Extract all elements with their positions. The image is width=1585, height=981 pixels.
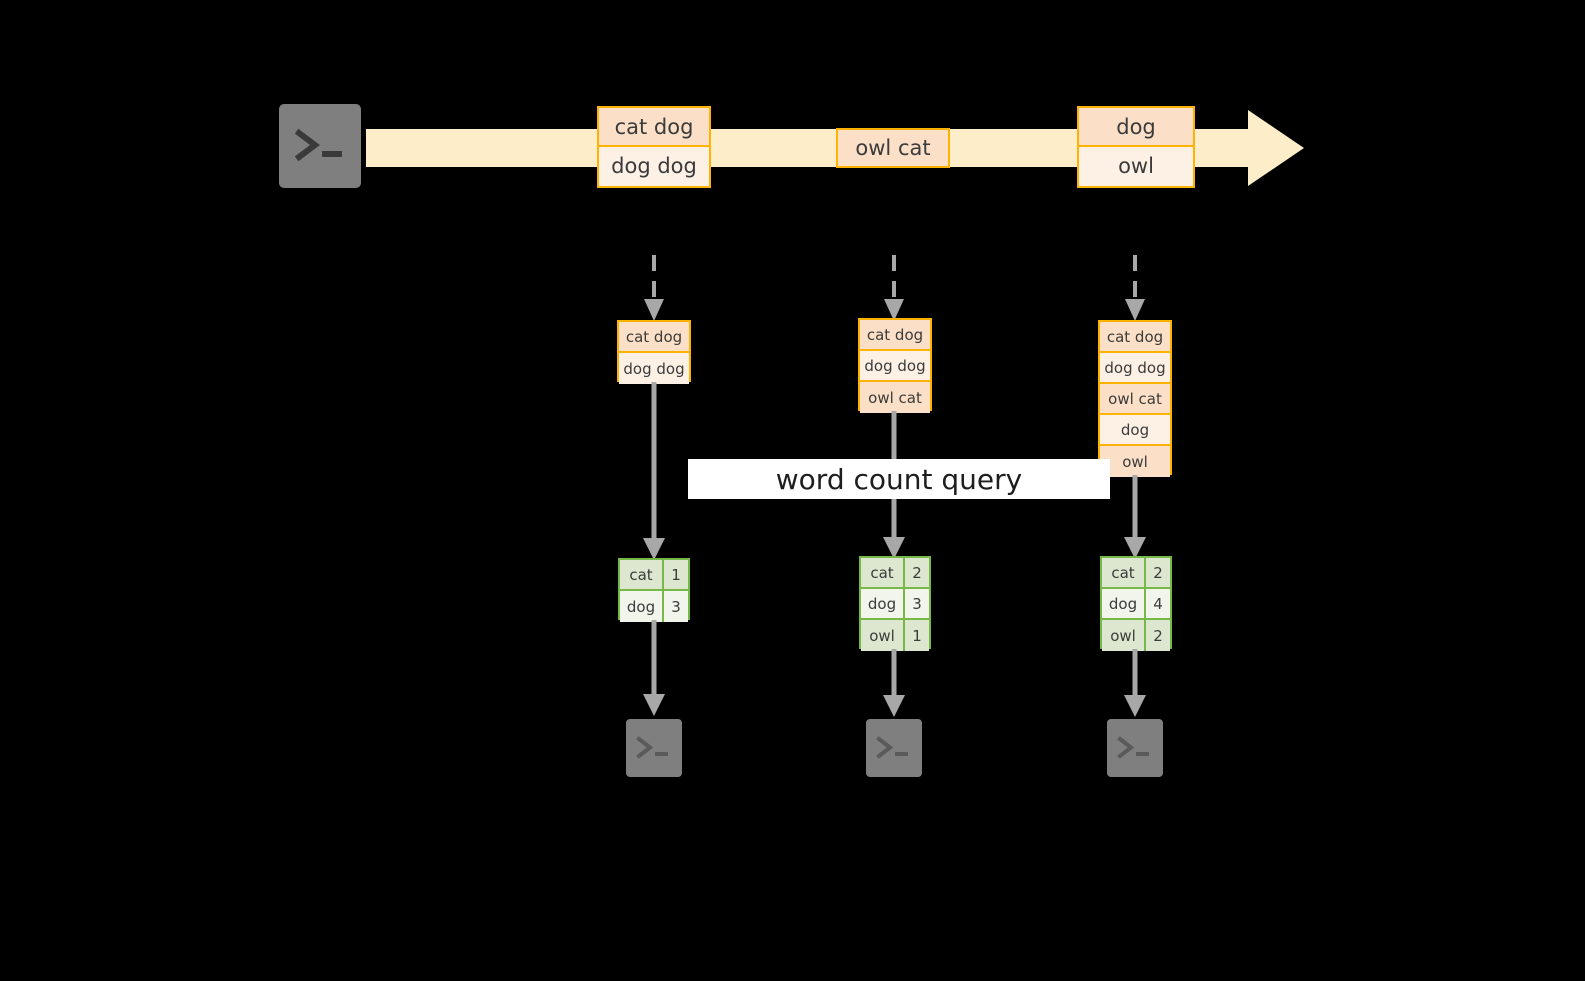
count-value: 1 (664, 560, 688, 589)
terminal-prompt-glyph (1107, 719, 1163, 777)
dashed-connector-column-1 (640, 255, 668, 323)
count-value: 3 (905, 589, 929, 618)
count-row: dog 3 (620, 591, 688, 622)
count-row: owl 2 (1102, 620, 1170, 651)
stream-batch-1: cat dog dog dog (597, 106, 711, 188)
query-connector-column-3 (1122, 475, 1148, 561)
table-row: owl cat (860, 382, 930, 413)
terminal-prompt-glyph (279, 104, 361, 188)
table-row: dog dog (619, 353, 689, 384)
record-row: dog (1079, 108, 1193, 147)
stream-batch-2: owl cat (836, 128, 950, 168)
dashed-connector-column-3 (1121, 255, 1149, 323)
record-row: dog dog (599, 147, 709, 185)
count-row: dog 4 (1102, 589, 1170, 620)
column-3-sink-terminal-icon (1101, 713, 1169, 783)
count-word: dog (1102, 589, 1146, 618)
sink-connector-column-2 (881, 649, 907, 719)
table-row: cat dog (619, 322, 689, 353)
count-row: owl 1 (861, 620, 929, 651)
count-word: dog (861, 589, 905, 618)
count-value: 2 (1146, 620, 1170, 651)
count-word: cat (620, 560, 664, 589)
count-word: cat (1102, 558, 1146, 587)
query-label-text: word count query (775, 462, 1023, 496)
query-connector-column-1 (641, 382, 667, 562)
count-row: cat 2 (1102, 558, 1170, 589)
column-2-sink-terminal-icon (860, 713, 928, 783)
column-2-table: cat dog dog dog owl cat (858, 318, 932, 413)
sink-connector-column-1 (641, 620, 667, 718)
table-row: dog (1100, 415, 1170, 446)
source-terminal-icon (272, 97, 368, 195)
count-value: 2 (1146, 558, 1170, 587)
dashed-connector-column-2 (880, 255, 908, 323)
table-row: cat dog (860, 320, 930, 351)
count-value: 4 (1146, 589, 1170, 618)
sink-connector-column-3 (1122, 649, 1148, 719)
column-3-table: cat dog dog dog owl cat dog owl (1098, 320, 1172, 477)
count-word: cat (861, 558, 905, 587)
count-row: dog 3 (861, 589, 929, 620)
record-row: owl (1079, 147, 1193, 185)
column-1-sink-terminal-icon (620, 713, 688, 783)
table-row: dog dog (1100, 353, 1170, 384)
count-value: 3 (664, 591, 688, 622)
column-1-table: cat dog dog dog (617, 320, 691, 384)
count-value: 2 (905, 558, 929, 587)
terminal-prompt-glyph (626, 719, 682, 777)
terminal-prompt-glyph (866, 719, 922, 777)
count-word: owl (1102, 620, 1146, 651)
count-word: owl (861, 620, 905, 651)
count-word: dog (620, 591, 664, 622)
table-row: owl cat (1100, 384, 1170, 415)
column-1-counts: cat 1 dog 3 (618, 558, 690, 622)
table-row: dog dog (860, 351, 930, 382)
record-row: owl cat (838, 130, 948, 166)
count-row: cat 2 (861, 558, 929, 589)
record-row: cat dog (599, 108, 709, 147)
count-row: cat 1 (620, 560, 688, 591)
stream-batch-3: dog owl (1077, 106, 1195, 188)
count-value: 1 (905, 620, 929, 651)
column-2-counts: cat 2 dog 3 owl 1 (859, 556, 931, 651)
table-row: owl (1100, 446, 1170, 477)
column-3-counts: cat 2 dog 4 owl 2 (1100, 556, 1172, 651)
query-label-banner: word count query (688, 459, 1110, 499)
table-row: cat dog (1100, 322, 1170, 353)
